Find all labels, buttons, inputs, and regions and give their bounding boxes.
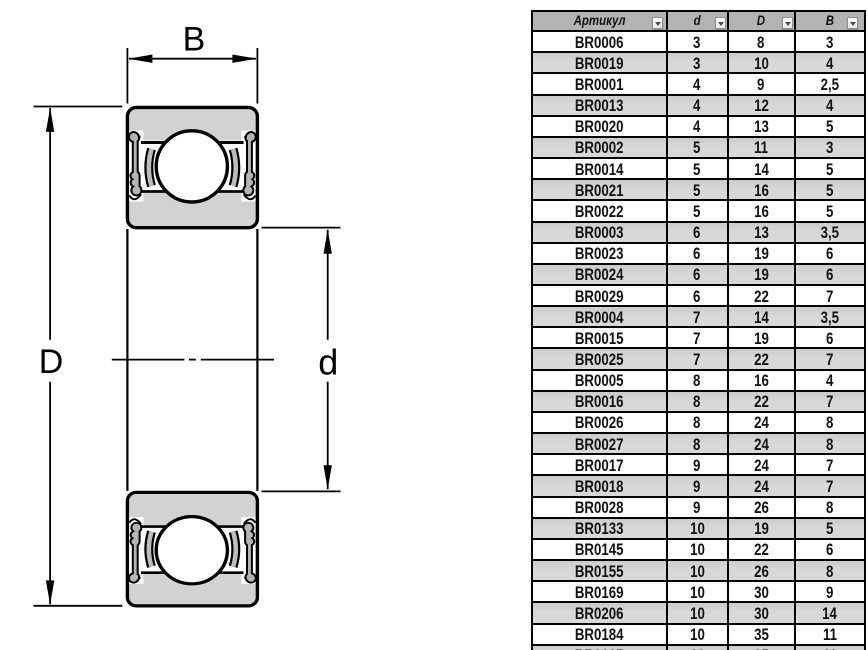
svg-text:B: B: [183, 21, 206, 59]
svg-text:d: d: [318, 341, 338, 382]
svg-text:D: D: [39, 343, 64, 381]
